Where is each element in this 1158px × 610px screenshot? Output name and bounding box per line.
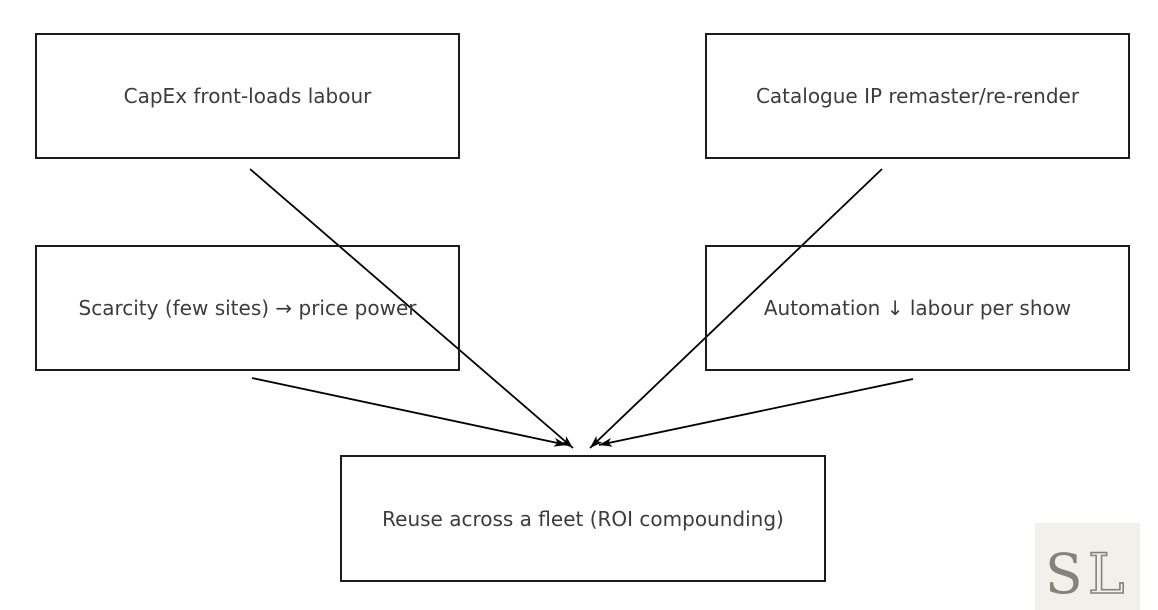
- node-label: Reuse across a fleet (ROI compounding): [382, 506, 784, 531]
- node-reuse-across-fleet: Reuse across a fleet (ROI compounding): [340, 455, 826, 582]
- node-label: Scarcity (few sites) → price power: [78, 296, 417, 320]
- arrow-scarcity-to-reuse: [251, 377, 568, 447]
- node-label: Automation ↓ labour per show: [763, 296, 1072, 320]
- node-label: CapEx front-loads labour: [123, 84, 372, 108]
- node-capex-front-loads-labour: CapEx front-loads labour: [35, 33, 460, 159]
- node-scarcity-price-power: Scarcity (few sites) → price power: [35, 245, 460, 371]
- logo-letter-s: S: [1045, 542, 1083, 606]
- node-label: Catalogue IP remaster/re-render: [755, 84, 1080, 108]
- node-automation-labour-per-show: Automation ↓ labour per show: [705, 245, 1130, 371]
- node-catalogue-ip-remaster: Catalogue IP remaster/re-render: [705, 33, 1130, 159]
- arrow-automation-to-reuse: [598, 378, 914, 447]
- logo-letter-l: L: [1088, 542, 1125, 606]
- sl-logo: S L: [1035, 523, 1140, 610]
